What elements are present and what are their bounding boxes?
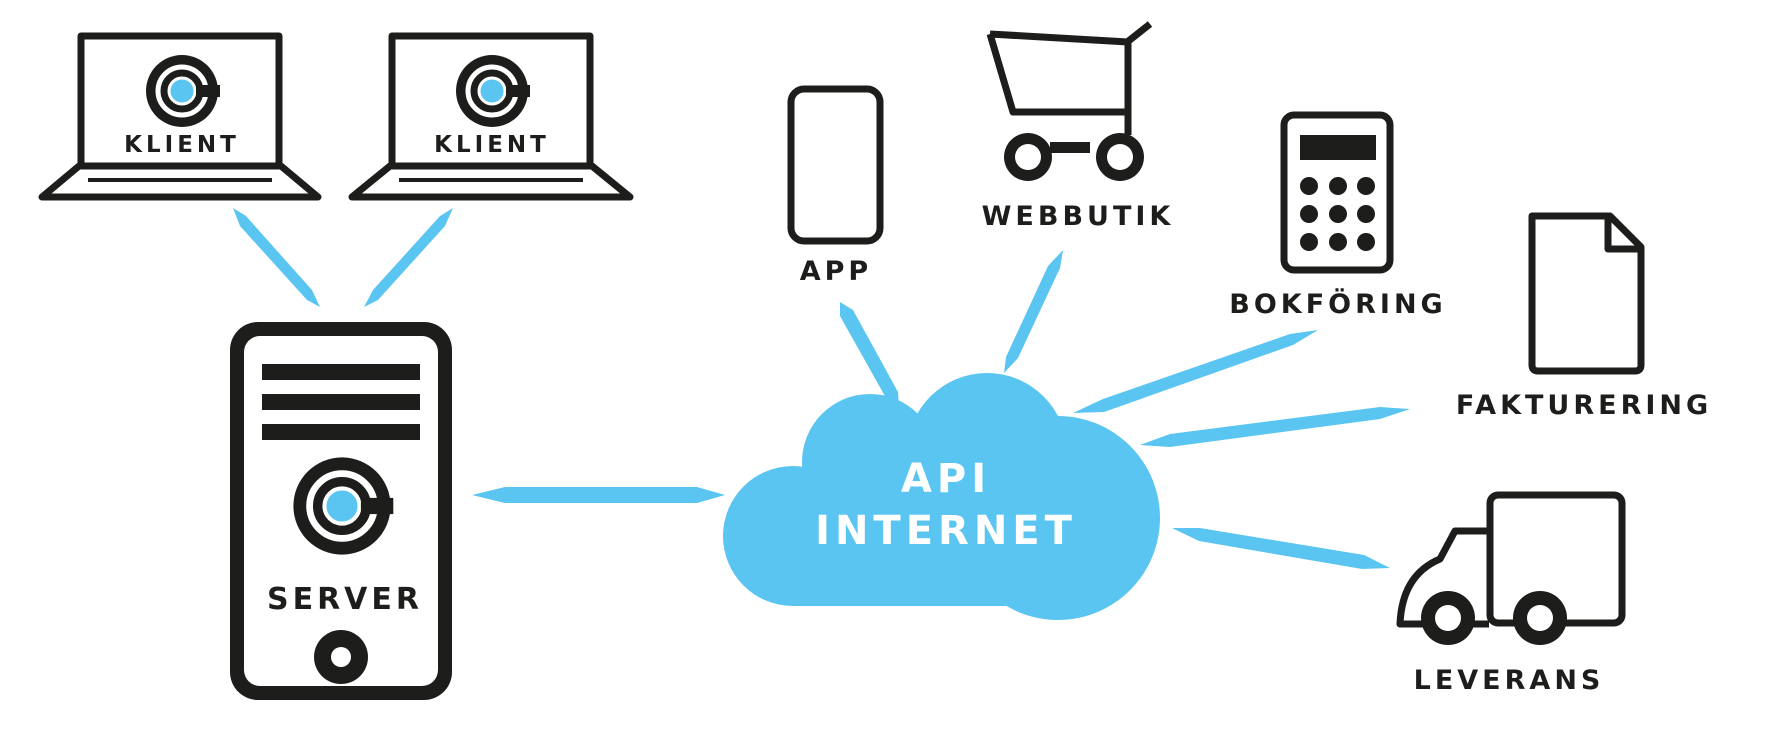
connector-app-cloud — [840, 302, 899, 407]
cloud-node: API INTERNET — [723, 373, 1160, 620]
app-label: APP — [800, 256, 872, 287]
connector-bokforing-cloud — [1073, 330, 1318, 413]
connector-leverans-cloud — [1172, 528, 1390, 569]
server-node: SERVER — [230, 322, 452, 700]
leverans-node: LEVERANS — [1396, 491, 1626, 696]
brand-logo-icon — [456, 55, 530, 127]
connector-client2-server — [364, 208, 453, 307]
leverans-label: LEVERANS — [1414, 665, 1605, 696]
webbutik-node: WEBBUTIK — [982, 21, 1175, 232]
app-node: APP — [787, 85, 884, 287]
cloud-icon — [723, 373, 1160, 620]
brand-logo-icon — [146, 55, 220, 127]
client2-node: KLIENT — [348, 32, 634, 201]
webbutik-label: WEBBUTIK — [982, 201, 1175, 232]
cloud-line2: INTERNET — [815, 508, 1077, 554]
laptop-icon — [38, 32, 322, 201]
client1-label: KLIENT — [124, 132, 240, 158]
client1-node: KLIENT — [38, 32, 322, 201]
cloud-line1: API — [901, 456, 991, 502]
fakturering-label: FAKTURERING — [1456, 390, 1712, 421]
smartphone-icon — [787, 85, 884, 245]
delivery-truck-icon — [1396, 491, 1626, 645]
connector-fakturering-cloud — [1140, 407, 1410, 447]
calculator-icon — [1280, 111, 1394, 274]
connector-client1-server — [233, 208, 320, 307]
bokforing-label: BOKFÖRING — [1229, 287, 1446, 320]
laptop-icon — [348, 32, 634, 201]
server-label: SERVER — [267, 582, 423, 617]
connectors — [233, 208, 1410, 569]
fakturering-node: FAKTURERING — [1456, 212, 1712, 421]
shopping-cart-icon — [986, 21, 1153, 181]
bokforing-node: BOKFÖRING — [1229, 111, 1446, 320]
client2-label: KLIENT — [434, 132, 550, 158]
document-icon — [1528, 212, 1645, 375]
connector-server-cloud — [472, 487, 725, 503]
connector-webbutik-cloud — [1004, 250, 1063, 373]
